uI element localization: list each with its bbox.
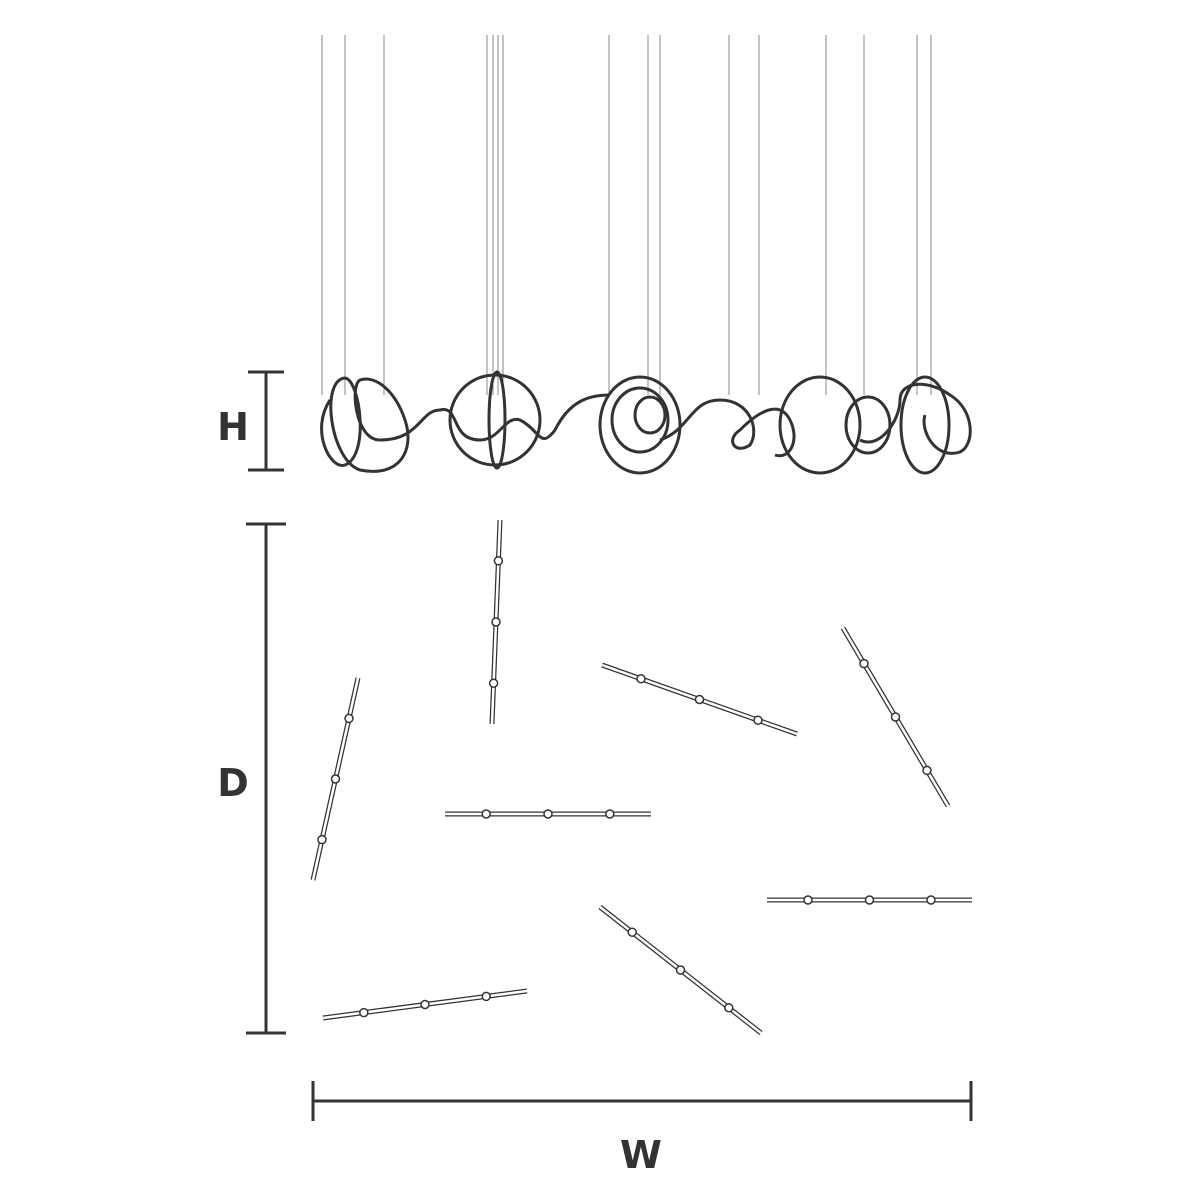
rod-joint bbox=[864, 895, 875, 905]
plan-view-rod bbox=[488, 519, 504, 725]
plan-view-rod bbox=[445, 809, 651, 819]
rod-joint bbox=[636, 674, 646, 684]
front-view-loop bbox=[633, 395, 667, 435]
rod-joint bbox=[488, 678, 499, 688]
front-view-loop bbox=[598, 375, 682, 475]
rod-joint bbox=[481, 809, 491, 819]
front-view-loop bbox=[899, 375, 951, 475]
rod-joint bbox=[859, 658, 869, 669]
front-view-curve bbox=[320, 376, 611, 473]
rod-joint bbox=[803, 895, 813, 905]
height-label: H bbox=[217, 405, 249, 449]
front-view-loop bbox=[448, 373, 542, 467]
rod-joint bbox=[675, 965, 686, 975]
rod-joint bbox=[605, 809, 615, 819]
rod-joint bbox=[330, 774, 341, 784]
plan-view-rod bbox=[767, 895, 972, 905]
front-view-loop bbox=[610, 386, 670, 454]
rod-joint bbox=[481, 991, 491, 1002]
rod-joint bbox=[344, 713, 354, 724]
rod-joint bbox=[890, 712, 901, 722]
front-view-curve bbox=[659, 398, 796, 458]
front-view-fixture bbox=[320, 370, 972, 475]
plan-view-rod bbox=[322, 988, 528, 1021]
suspension-wires bbox=[321, 35, 932, 395]
plan-view-rod bbox=[601, 662, 798, 737]
depth-label: D bbox=[217, 761, 249, 805]
dimension-d bbox=[246, 522, 286, 1035]
dimension-h bbox=[248, 370, 284, 472]
rod-joint bbox=[491, 617, 501, 627]
rod-joint bbox=[753, 715, 763, 725]
rod-joint bbox=[627, 927, 637, 937]
plan-view-rods bbox=[310, 519, 972, 1035]
dimension-w bbox=[311, 1081, 973, 1121]
rod-joint bbox=[493, 556, 504, 566]
front-view-loop bbox=[844, 395, 892, 455]
front-view-loop bbox=[778, 375, 862, 475]
plan-view-rod bbox=[310, 677, 361, 881]
rod-joint bbox=[317, 834, 327, 845]
plan-view-rod bbox=[840, 626, 951, 808]
rod-joint bbox=[724, 1003, 734, 1013]
rod-joint bbox=[926, 895, 936, 905]
rod-joint bbox=[359, 1007, 369, 1018]
rod-joint bbox=[694, 694, 705, 705]
plan-view-rod bbox=[598, 905, 763, 1035]
rod-joint bbox=[543, 809, 553, 819]
front-view-loop bbox=[487, 370, 507, 470]
rod-joint bbox=[420, 999, 430, 1010]
front-view-curve bbox=[859, 382, 972, 455]
rod-joint bbox=[922, 765, 932, 776]
width-label: W bbox=[620, 1133, 662, 1177]
